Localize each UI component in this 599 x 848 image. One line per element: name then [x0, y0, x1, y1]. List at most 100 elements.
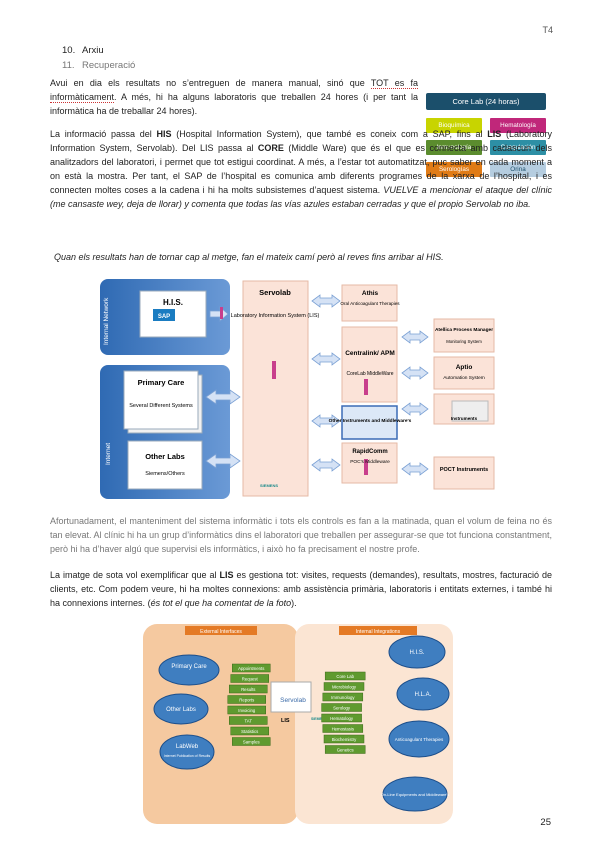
lis-label: LIS: [281, 718, 290, 724]
header-tag: T4: [542, 25, 553, 35]
labweb-sub: Internet Publication of Results: [164, 754, 211, 758]
other-instruments-box: [341, 405, 398, 440]
sample-tube-icon: [272, 361, 276, 379]
athis-sub: Oral Anticoagulant Therapies: [340, 301, 400, 306]
atellica-sub: Monitoring System: [446, 339, 482, 344]
labweb-text: LabWeb: [176, 744, 199, 750]
anticoagulant-text: Anticoagulant Therapies: [395, 737, 444, 742]
integration-item-box: [322, 724, 364, 733]
integration-item-box: [232, 737, 271, 746]
bold-text: HIS: [156, 129, 172, 139]
other-labs-text: Other Labs: [166, 707, 196, 713]
integration-item-box: [322, 692, 364, 702]
other-instruments-label: Other Instruments and Middleware's: [329, 418, 412, 424]
his-text: H.I.S.: [409, 650, 424, 656]
poct-box: [433, 456, 495, 490]
integration-item-box: [230, 674, 269, 683]
rapidcomm-sub: POC's Middleware: [350, 459, 390, 465]
integration-item-label: Genetics: [337, 748, 354, 753]
text: La imatge de sota vol exemplificar que a…: [50, 570, 220, 580]
aptio-label: Aptio: [456, 364, 473, 371]
underlined-text: TOT es fa informàticament: [50, 78, 418, 103]
atellica-box: [433, 318, 495, 353]
poct-label: POCT Instruments: [440, 467, 488, 473]
circle-online-equipments: [382, 776, 448, 812]
text: es gestiona tot: visites, requests (dema…: [50, 570, 552, 608]
integration-item-label: Hematology: [330, 716, 354, 721]
integration-item-label: Immunology: [331, 695, 355, 700]
toc-label: Arxiu: [82, 45, 104, 56]
circle-anticoagulant: [388, 720, 450, 758]
servolab-label: Servolab: [259, 288, 291, 297]
online-equipments-text: On-Line Equipments and Middleware's: [381, 792, 450, 797]
bold-text: LIS: [487, 129, 502, 139]
circle-primary-care: [158, 654, 220, 686]
paragraph-2: La informació passa del HIS (Hospital In…: [50, 127, 552, 211]
text: (Laboratory Information System, Servolab…: [50, 129, 553, 153]
integration-item-box: [227, 705, 266, 715]
integration-item-label: Samples: [243, 740, 260, 745]
integration-item-label: TAT: [245, 719, 253, 724]
core-lab-cell: Bioquímica: [426, 118, 482, 133]
integration-item-label: Invoicing: [238, 708, 256, 713]
integration-item-box: [229, 716, 268, 725]
sap-label: SAP: [158, 314, 170, 320]
athis-label: Athis: [362, 290, 379, 297]
integration-item-label: Appointments: [238, 666, 264, 671]
other-labs-sub: Siemens/Others: [145, 471, 185, 477]
integration-item-label: Biochemistry: [332, 737, 357, 742]
integration-item-box: [324, 671, 366, 681]
bold-text: CORE: [257, 143, 284, 153]
text: ).: [291, 598, 297, 608]
core-lab-cell: Serologías: [426, 162, 482, 177]
integration-item-box: [227, 695, 266, 704]
primary-care-label: Primary Care: [138, 378, 185, 387]
circle-his: [388, 635, 446, 669]
circle-labweb: [159, 734, 215, 770]
centralink-box: [341, 326, 398, 403]
integration-item-label: Reports: [239, 698, 254, 703]
text: Avui en dia els resultats no s’entreguen…: [50, 78, 371, 88]
instruments-label: Instruments: [451, 416, 478, 421]
integration-item-label: Request: [242, 677, 259, 682]
integration-item-box: [229, 684, 268, 694]
siemens-logo: SIEMENS: [311, 717, 327, 721]
other-labs-box: [127, 440, 203, 490]
toc-label: Recuperació: [82, 60, 136, 71]
lis-integrations-diagram: External Interfaces Internal Integration…: [143, 624, 453, 824]
toc-num: 11.: [62, 60, 75, 71]
paragraph-4: Afortunadament, el manteniment del siste…: [50, 516, 552, 554]
integration-item-label: Core Lab: [336, 674, 354, 679]
bold-text: LIS: [219, 570, 234, 580]
atellica-label: Atellica Process Manager: [435, 327, 493, 333]
core-lab-title: Core Lab (24 horas): [426, 93, 546, 110]
core-lab-cell: Orina: [490, 162, 546, 177]
primary-care-sub: Several Different Systems: [129, 403, 193, 409]
italic-text: és tot el que ha comentat de la foto: [150, 598, 292, 608]
circle-hla: [396, 677, 450, 711]
toc-item: 10. Arxiu: [62, 45, 104, 56]
integration-item-label: Microbiology: [332, 685, 357, 690]
his-label: H.I.S.: [163, 298, 183, 307]
primary-care-text: Primary Care: [171, 664, 207, 670]
integration-item-label: Hemostasis: [332, 727, 354, 732]
hla-text: H.L.A.: [415, 692, 432, 698]
other-labs-label: Other Labs: [145, 452, 185, 461]
text: . A més, hi ha alguns laboratoris que tr…: [50, 92, 418, 116]
internal-integrations-label: Internal Integrations: [356, 629, 401, 635]
paragraph-1: Avui en dia els resultats no s’entreguen…: [50, 76, 418, 118]
integration-item-box: [232, 663, 271, 673]
integration-item-label: Statistics: [241, 729, 258, 734]
external-interfaces-zone: [143, 624, 298, 824]
servolab-logo: Servolab: [280, 697, 306, 704]
toc-num: 10.: [62, 45, 76, 56]
athis-box: [341, 284, 398, 322]
integration-item-box: [321, 713, 362, 723]
servolab-column: [242, 280, 309, 497]
core-lab-cell: Inmunología: [426, 140, 482, 155]
centralink-label: Centralink/ APM: [345, 350, 395, 357]
text: (Middle Ware) que és el que es connecta …: [50, 143, 552, 195]
lis-network-diagram: Internal Network Internet H.I.S. SAP Pri…: [100, 279, 500, 501]
italic-text: VUELVE a mencionar el ataque del clínic …: [50, 185, 552, 209]
